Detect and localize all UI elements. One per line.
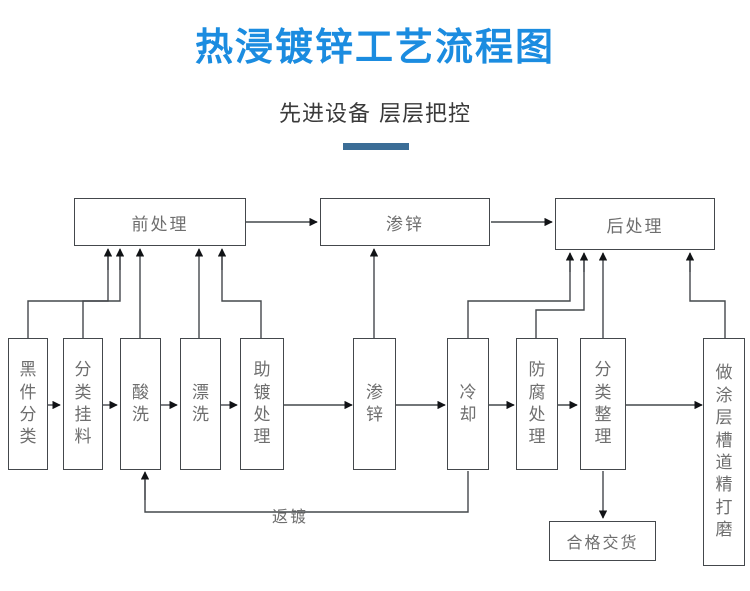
stage-box-galvanizing[interactable]: 渗锌 (320, 198, 490, 246)
stage-box-pretreatment[interactable]: 前处理 (74, 198, 246, 246)
process-label-anticorrosion: 防腐处理 (528, 360, 546, 448)
process-box-classify-finish[interactable]: 分类整理 (580, 338, 626, 470)
process-label-classify-finish: 分类整理 (594, 360, 612, 448)
process-box-sorting[interactable]: 黑件分类 (8, 338, 48, 470)
process-box-hanging[interactable]: 分类挂料 (63, 338, 103, 470)
process-label-hanging: 分类挂料 (74, 360, 92, 448)
process-box-coating-grind[interactable]: 做涂层槽道精打磨 (703, 338, 745, 566)
stage-label-posttreatment: 后处理 (606, 216, 664, 237)
wire-label-rework: 返镀 (272, 507, 309, 526)
title-underline-rule (343, 143, 409, 150)
process-label-fluxing: 助镀处理 (253, 360, 271, 448)
page-subtitle: 先进设备 层层把控 (279, 102, 471, 127)
stage-box-posttreatment[interactable]: 后处理 (555, 198, 715, 250)
process-label-cooling: 冷却 (459, 382, 477, 425)
output-box-delivery[interactable]: 合格交货 (549, 521, 656, 561)
process-label-zincing: 渗锌 (366, 382, 383, 425)
process-label-rinsing: 漂洗 (192, 382, 209, 425)
output-label-delivery: 合格交货 (566, 533, 639, 552)
page-title: 热浸镀锌工艺流程图 (194, 25, 555, 69)
process-label-pickling: 酸洗 (132, 382, 149, 425)
process-box-anticorrosion[interactable]: 防腐处理 (516, 338, 558, 470)
stage-label-pretreatment: 前处理 (131, 214, 189, 235)
process-box-cooling[interactable]: 冷却 (447, 338, 489, 470)
process-box-pickling[interactable]: 酸洗 (120, 338, 161, 470)
process-box-rinsing[interactable]: 漂洗 (180, 338, 221, 470)
stage-label-galvanizing: 渗锌 (386, 214, 424, 235)
process-box-fluxing[interactable]: 助镀处理 (240, 338, 284, 470)
process-label-sorting: 黑件分类 (19, 360, 37, 448)
process-box-zincing[interactable]: 渗锌 (353, 338, 396, 470)
process-label-coating-grind: 做涂层槽道精打磨 (715, 363, 733, 541)
